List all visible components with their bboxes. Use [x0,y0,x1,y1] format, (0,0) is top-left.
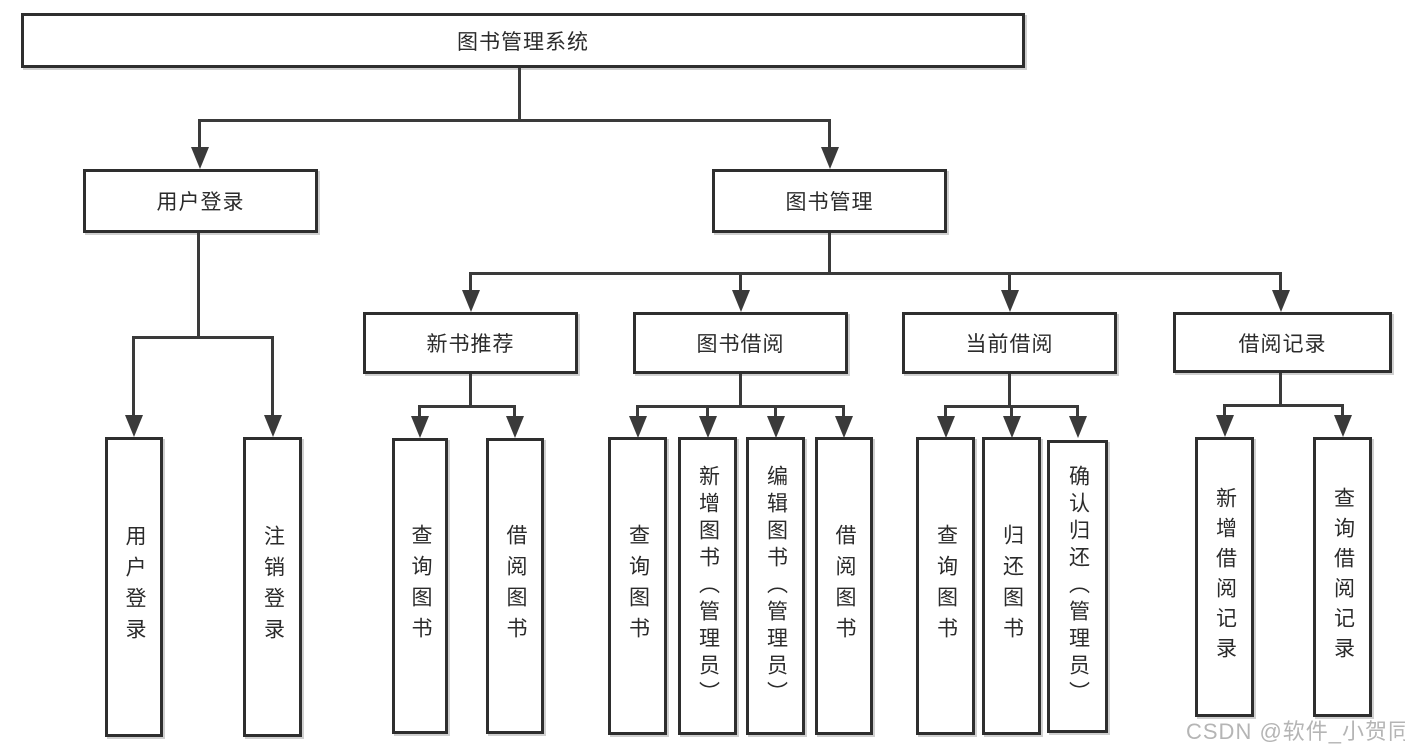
node-current-borrow: 当前借阅 [902,312,1117,374]
node-book-management: 图书管理 [712,169,947,233]
leaf-bb-add-books: 新增图书（管理员） [678,437,737,735]
leaf-logout: 注销登录 [243,437,302,737]
arrow-into-leaf-br-add [1223,404,1226,415]
node-user-login-label: 用户登录 [156,191,245,214]
arrow-into-leaf-rec-query [418,405,421,416]
node-book-management-label: 图书管理 [785,191,874,214]
arrow-into-leaf-bb-add [706,405,709,416]
arrow-into-book-borrow [739,272,742,290]
leaf-rec-borrow-books-label: 借阅图书 [504,524,527,648]
arrow-into-leaf-logout [271,336,274,415]
node-borrow-records-label: 借阅记录 [1238,332,1327,356]
leaf-rec-query-books-label: 查询图书 [409,524,432,648]
arrow-into-leaf-user-login [132,336,135,415]
leaf-cb-return-books: 归还图书 [982,437,1041,735]
arrow-into-borrow-records [1279,272,1282,290]
leaf-logout-label: 注销登录 [261,525,285,649]
leaf-br-query-record: 查询借阅记录 [1313,437,1372,717]
leaf-bb-add-books-label: 新增图书（管理员） [696,464,720,708]
leaf-user-login-label: 用户登录 [123,525,146,649]
leaf-bb-query-books: 查询图书 [608,437,667,735]
leaf-cb-query-books-label: 查询图书 [934,524,958,648]
arrow-into-leaf-cb-return [1010,405,1013,416]
arrow-into-leaf-br-query [1341,404,1344,415]
connector-records-hline [1223,404,1344,407]
leaf-bb-edit-books-label: 编辑图书（管理员） [764,464,788,708]
node-root: 图书管理系统 [21,13,1025,68]
leaf-bb-borrow-books-label: 借阅图书 [833,524,856,648]
connector-level1-hline [198,119,831,122]
connector-user-login-hline [132,336,274,339]
arrow-into-user-login [198,119,201,147]
node-root-label: 图书管理系统 [457,30,589,54]
leaf-br-add-record-label: 新增借阅记录 [1213,487,1237,667]
connector-level2-hline [469,272,1282,275]
node-borrow-records: 借阅记录 [1173,312,1392,373]
leaf-br-query-record-label: 查询借阅记录 [1331,487,1355,667]
node-book-borrow: 图书借阅 [633,312,848,374]
leaf-cb-confirm-return: 确认归还（管理员） [1047,440,1108,733]
arrow-into-book-management [828,119,831,147]
csdn-watermark: CSDN @软件_小贺同学 [1186,719,1405,744]
leaf-cb-confirm-return-label: 确认归还（管理员） [1066,465,1090,708]
arrow-into-leaf-bb-borrow [842,405,845,416]
connector-current-borrow-drop [1008,374,1011,405]
connector-records-drop [1279,373,1282,404]
connector-recommend-hline [418,405,516,408]
leaf-br-add-record: 新增借阅记录 [1195,437,1254,717]
node-user-login: 用户登录 [83,169,318,233]
arrow-into-leaf-bb-query [636,405,639,416]
connector-book-mgmt-drop [828,233,831,272]
node-current-borrow-label: 当前借阅 [965,333,1054,356]
leaf-rec-query-books: 查询图书 [392,438,448,734]
node-new-book-recommend: 新书推荐 [363,312,578,374]
connector-user-login-drop [197,233,200,336]
connector-recommend-drop [469,374,472,405]
arrow-into-leaf-rec-borrow [513,405,516,416]
arrow-into-leaf-cb-confirm [1076,405,1079,416]
arrow-into-leaf-cb-query [944,405,947,416]
connector-root-drop [518,68,521,119]
leaf-bb-edit-books: 编辑图书（管理员） [746,437,805,735]
leaf-bb-borrow-books: 借阅图书 [815,437,873,735]
leaf-rec-borrow-books: 借阅图书 [486,438,544,734]
connector-book-borrow-drop [739,374,742,405]
leaf-user-login: 用户登录 [105,437,163,737]
arrow-into-current-borrow [1008,272,1011,290]
node-book-borrow-label: 图书借阅 [696,333,785,356]
connector-book-borrow-hline [636,405,845,408]
arrow-into-new-book-recommend [469,272,472,290]
leaf-cb-return-books-label: 归还图书 [1000,524,1024,648]
leaf-cb-query-books: 查询图书 [916,437,975,735]
leaf-bb-query-books-label: 查询图书 [626,524,650,648]
arrow-into-leaf-bb-edit [774,405,777,416]
node-new-book-recommend-label: 新书推荐 [426,333,515,356]
